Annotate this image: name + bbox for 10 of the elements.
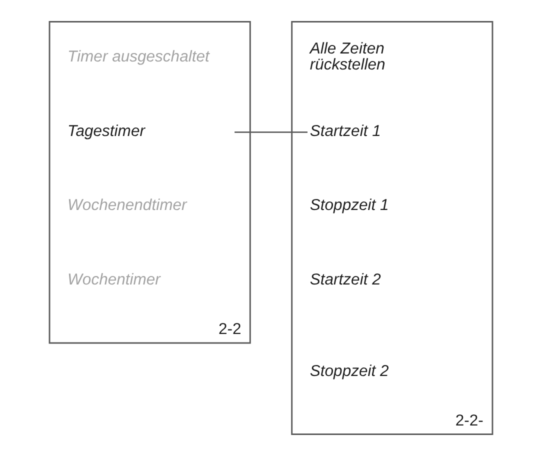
node-text: Startzeit 1 — [310, 122, 381, 140]
node-text: Stoppzeit 2 — [310, 362, 389, 380]
node-text: Stoppzeit 1 — [310, 197, 389, 214]
node-text: Timer ausgeschaltet — [68, 48, 210, 66]
node-text: Startzeit 2 — [310, 272, 381, 289]
connector — [234, 132, 308, 133]
node-text: Tagestimer — [68, 122, 145, 140]
node-text: Wochenendtimer — [68, 197, 187, 214]
node-text: Alle Zeiten rückstellen — [310, 40, 386, 74]
node-text: Wochentimer — [68, 272, 160, 289]
